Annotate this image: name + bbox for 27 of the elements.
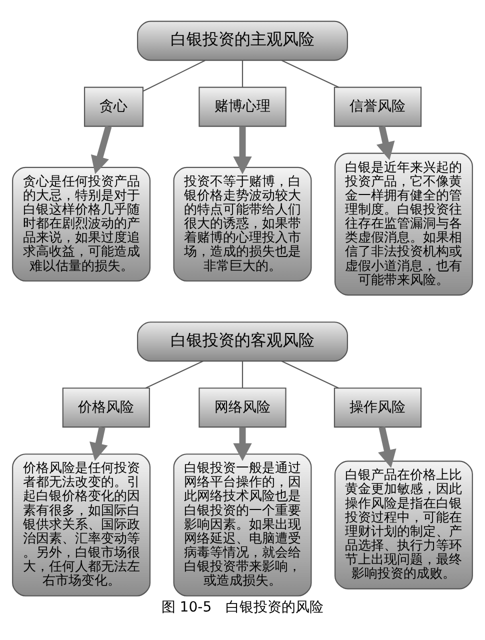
node-box: 贪心是任何投资产品的大忌，特别是对于白银这样价格几乎随时都在剧烈波动的产品来说，如果过度追求高收益，可能造成难以估量的损失。 bbox=[12, 166, 151, 282]
connector bbox=[142, 59, 206, 92]
node-box: 赌博心理 bbox=[198, 86, 286, 126]
arrow bbox=[378, 426, 396, 468]
node-box: 白银是近年来兴起的投资产品，它不像黄金一样拥有健全的管理制度。白银投资往往存在监管漏洞与各类虚假消息。如果相信了非法投资机构或虚假小道消息，也有可能带来风险。 bbox=[334, 152, 473, 296]
arrow bbox=[90, 426, 108, 460]
connector bbox=[281, 360, 339, 388]
connector bbox=[281, 59, 339, 88]
arrow bbox=[233, 126, 252, 174]
arrow bbox=[376, 125, 395, 160]
node-box: 价格风险是任何投资者都无法改变的。引起白银价格变化的因素有很多，如国际白银供求关系、国际政治因素、汇率变动等。另外，白银市场很大，任何人都无法左右市场变化。 bbox=[12, 453, 151, 596]
node-box: 贪心 bbox=[84, 86, 144, 126]
node-box: 白银投资一般是通过网络平台操作的，因此网络技术风险也是白银投资的一个重要影响因素。如果出现网络延迟、电脑遭受病毒等情况，就会给白银投资带来影响，或造成损失。 bbox=[173, 453, 312, 596]
connector bbox=[242, 360, 244, 388]
arrow bbox=[90, 125, 112, 174]
node-box: 白银投资的主观风险 bbox=[137, 20, 348, 60]
node-box: 信誉风险 bbox=[334, 86, 422, 126]
connector bbox=[145, 360, 204, 388]
node-box: 白银产品在价格上比黄金更加敏感，因此操作风险是指在白银投资过程中，可能在理财计划的制定、产品选择、执行力等环节上出现问题，最终影响投资的成败。 bbox=[334, 460, 473, 589]
caption: 图 10-5 白银投资的风险 bbox=[161, 598, 324, 615]
node-box: 价格风险 bbox=[62, 387, 150, 428]
arrow bbox=[233, 426, 252, 461]
connector bbox=[242, 60, 244, 87]
node-box: 投资不等于赌博，白银价格走势波动较大的特点可能带给人们很大的诱惑，如果带着赌博的心理投入市场，造成的损失也是非常巨大的。 bbox=[173, 166, 312, 282]
node-box: 网络风险 bbox=[198, 387, 286, 428]
node-box: 操作风险 bbox=[334, 387, 422, 428]
node-box: 白银投资的客观风险 bbox=[137, 321, 348, 362]
